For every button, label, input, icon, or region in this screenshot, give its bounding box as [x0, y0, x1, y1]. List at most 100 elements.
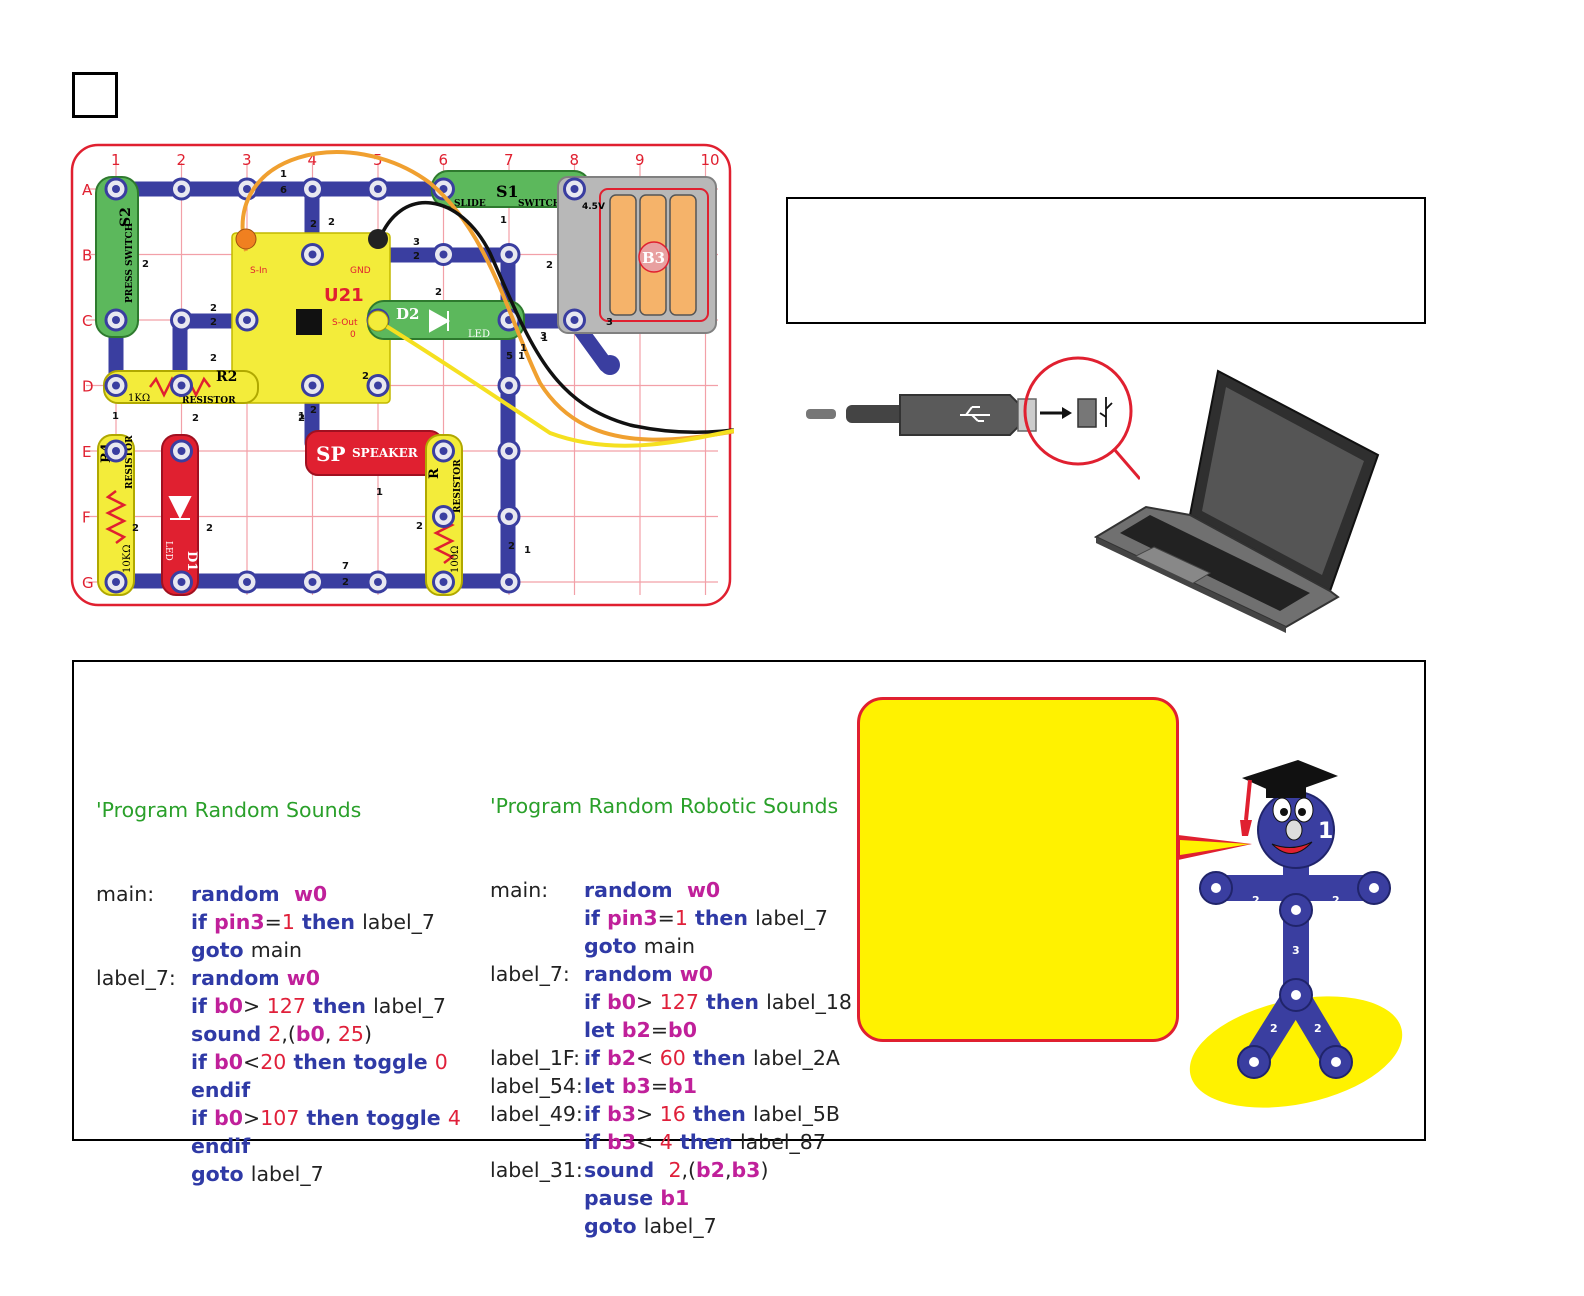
snap: [366, 570, 390, 594]
code-label: label_7:: [96, 966, 176, 990]
code-token: if: [191, 1050, 215, 1074]
code-token: if: [191, 994, 215, 1018]
code-token: then: [305, 994, 374, 1018]
svg-text:10KΩ: 10KΩ: [122, 545, 133, 574]
row-label: D: [82, 378, 94, 396]
speaker-sp: SP SPEAKER: [305, 430, 443, 476]
code-statement: goto main: [191, 936, 302, 964]
code-token: if: [191, 1106, 215, 1130]
code-token: 2: [668, 1158, 682, 1182]
code-token: endif: [191, 1078, 251, 1102]
code-line: sound 2,(b0, 25): [96, 1020, 496, 1048]
svg-text:R2: R2: [216, 369, 237, 385]
code-statement: pause b1: [584, 1184, 689, 1212]
code-token: random: [584, 962, 680, 986]
snap: [366, 374, 390, 397]
wire-number: 2: [132, 523, 139, 534]
mascot-numbers: 2 2 3 2 2: [1252, 894, 1340, 1035]
code-statement: let b2=b0: [584, 1016, 697, 1044]
code-line: label_7:random w0: [96, 964, 496, 992]
code-token: random: [191, 882, 294, 906]
snap: [366, 177, 390, 201]
code-token: then: [687, 906, 756, 930]
snap: [170, 570, 193, 594]
wire-number: 2: [508, 541, 515, 552]
code-label: label_31:: [490, 1158, 583, 1182]
wire-number: 5: [506, 351, 513, 362]
code-token: 107: [260, 1106, 300, 1130]
snap: [432, 439, 455, 463]
wire-number: 1: [541, 333, 548, 344]
code-token: sound: [584, 1158, 669, 1182]
code-token: w0: [293, 882, 328, 906]
code-line: goto label_7: [96, 1160, 496, 1188]
code-token: w0: [286, 966, 320, 990]
code-token: let: [584, 1074, 622, 1098]
code-token: 1: [281, 910, 295, 934]
code-token: >: [636, 990, 660, 1014]
code-token: label_7: [250, 1162, 324, 1186]
code-token: >: [636, 1102, 660, 1126]
code-line: let b2=b0: [490, 1016, 890, 1044]
code-token: label_7: [373, 994, 446, 1018]
svg-text:2: 2: [1252, 894, 1260, 907]
usb-cable: [800, 355, 1142, 489]
code-token: label_18: [766, 990, 852, 1014]
snap: [432, 570, 455, 594]
svg-text:RESISTOR: RESISTOR: [125, 435, 135, 489]
code-token: =: [650, 1074, 669, 1098]
orange-clip: [235, 228, 257, 250]
code-token: then: [698, 990, 767, 1014]
code-token: label_2A: [753, 1046, 840, 1070]
usb-plug-body: [899, 394, 1019, 436]
code-token: b0: [214, 1106, 244, 1130]
battery-b3: B3 4.5V: [557, 176, 717, 334]
code-token: main: [250, 938, 303, 962]
wire-number: 1: [280, 169, 287, 180]
code-token: b2: [607, 1046, 637, 1070]
program-random-robotic-sounds: 'Program Random Robotic Sounds main:rand…: [490, 736, 890, 1296]
svg-text:S-In: S-In: [250, 266, 267, 276]
row-label: F: [82, 509, 91, 527]
code-token: let: [584, 1018, 622, 1042]
code-statement: sound 2,(b2,b3): [584, 1156, 768, 1184]
wire-number: 2: [362, 371, 369, 382]
code-token: b0: [214, 994, 244, 1018]
code-label: label_49:: [490, 1102, 583, 1126]
code-token: goto: [584, 934, 644, 958]
code-token: 25: [337, 1022, 364, 1046]
program-comment: 'Program Random Sounds: [96, 798, 362, 822]
code-token: main: [643, 934, 696, 958]
wire-number: 2: [416, 521, 423, 532]
code-line: label_1F:if b2< 60 then label_2A: [490, 1044, 890, 1072]
code-token: ,(: [281, 1022, 296, 1046]
svg-text:D2: D2: [396, 305, 419, 323]
code-line: goto main: [96, 936, 496, 964]
code-line: pause b1: [490, 1184, 890, 1212]
code-token: <: [636, 1046, 660, 1070]
snap: [104, 177, 128, 201]
svg-text:2: 2: [1314, 1022, 1322, 1035]
code-token: 2: [268, 1022, 282, 1046]
code-token: label_7: [755, 906, 828, 930]
code-token: pin3: [607, 906, 658, 930]
code-token: b3: [607, 1130, 637, 1154]
laptop-keyboard: [1120, 515, 1310, 611]
code-token: goto: [191, 1162, 251, 1186]
snap: [497, 505, 521, 528]
code-line: if b0<20 then toggle 0: [96, 1048, 496, 1076]
svg-text:SWITCH: SWITCH: [518, 199, 562, 209]
wire-number: 2: [342, 577, 349, 588]
speech-bubble: [857, 697, 1179, 1042]
project-checkbox[interactable]: [72, 72, 118, 118]
wire-number: 7: [342, 561, 349, 572]
code-line: main:random w0: [96, 880, 496, 908]
mascot-joint-centers: [1211, 883, 1379, 1067]
code-token: <: [243, 1050, 261, 1074]
wire-number: 2: [328, 217, 335, 228]
code-token: endif: [191, 1134, 251, 1158]
svg-text:GND: GND: [350, 266, 371, 276]
column-label: 5: [373, 151, 383, 169]
